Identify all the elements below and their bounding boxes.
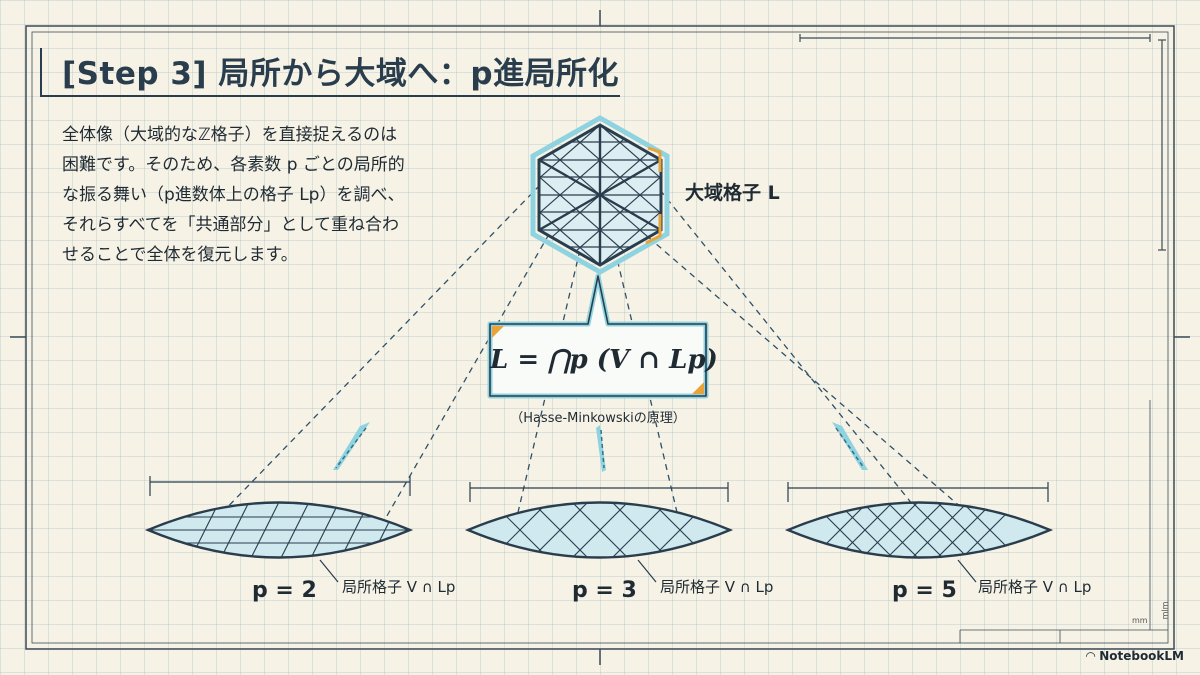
global-lattice-hexagon — [530, 115, 670, 275]
formula-expression: L = ⋂p (V ∩ Lp) — [490, 345, 718, 375]
projection-lines — [214, 184, 986, 529]
blueprint-frame — [10, 10, 1190, 665]
formula-callout — [487, 273, 709, 399]
corner-mark-mlm: mlm — [1160, 601, 1170, 620]
direction-arrows — [333, 422, 868, 472]
description-text: 全体像（大域的なℤ格子）を直接捉えるのは 困難です。そのため、各素数 p ごとの… — [62, 120, 482, 270]
title-underline — [40, 95, 620, 97]
global-lattice-label: 大域格子 L — [685, 182, 780, 204]
local-lattice-lens-p3 — [464, 482, 734, 583]
page-title: [Step 3] 局所から大域へ：p進局所化 — [62, 56, 620, 92]
local-lattice-lens-p5 — [784, 482, 1054, 583]
corner-mark-mm: mm — [1132, 616, 1148, 625]
description-line: 全体像（大域的なℤ格子）を直接捉えるのは — [62, 125, 398, 145]
p-label-2: p = 2 — [252, 578, 317, 603]
notebooklm-logo: ◠NotebookLM — [1086, 649, 1184, 663]
local-lattice-label-5: 局所格子 V ∩ Lp — [978, 578, 1092, 596]
local-lattice-label-2: 局所格子 V ∩ Lp — [342, 578, 456, 596]
local-lattice-label-3: 局所格子 V ∩ Lp — [660, 578, 774, 596]
branding-text: NotebookLM — [1099, 649, 1184, 663]
description-line: な振る舞い（p進数体上の格子 Lp）を調べ、 — [62, 185, 405, 205]
description-line: それらすべてを「共通部分」として重ね合わ — [62, 215, 399, 235]
title-accent-bar — [40, 48, 42, 95]
description-line: 困難です。そのため、各素数 p ごとの局所的 — [62, 155, 405, 175]
local-lattice-lens-p2 — [144, 476, 414, 583]
p-label-3: p = 3 — [572, 578, 637, 603]
p-label-5: p = 5 — [892, 578, 957, 603]
description-line: せることで全体を復元します。 — [62, 245, 298, 265]
formula-note: （Hasse-Minkowskiの原理） — [510, 411, 686, 426]
notebooklm-logo-icon: ◠ — [1085, 649, 1096, 663]
